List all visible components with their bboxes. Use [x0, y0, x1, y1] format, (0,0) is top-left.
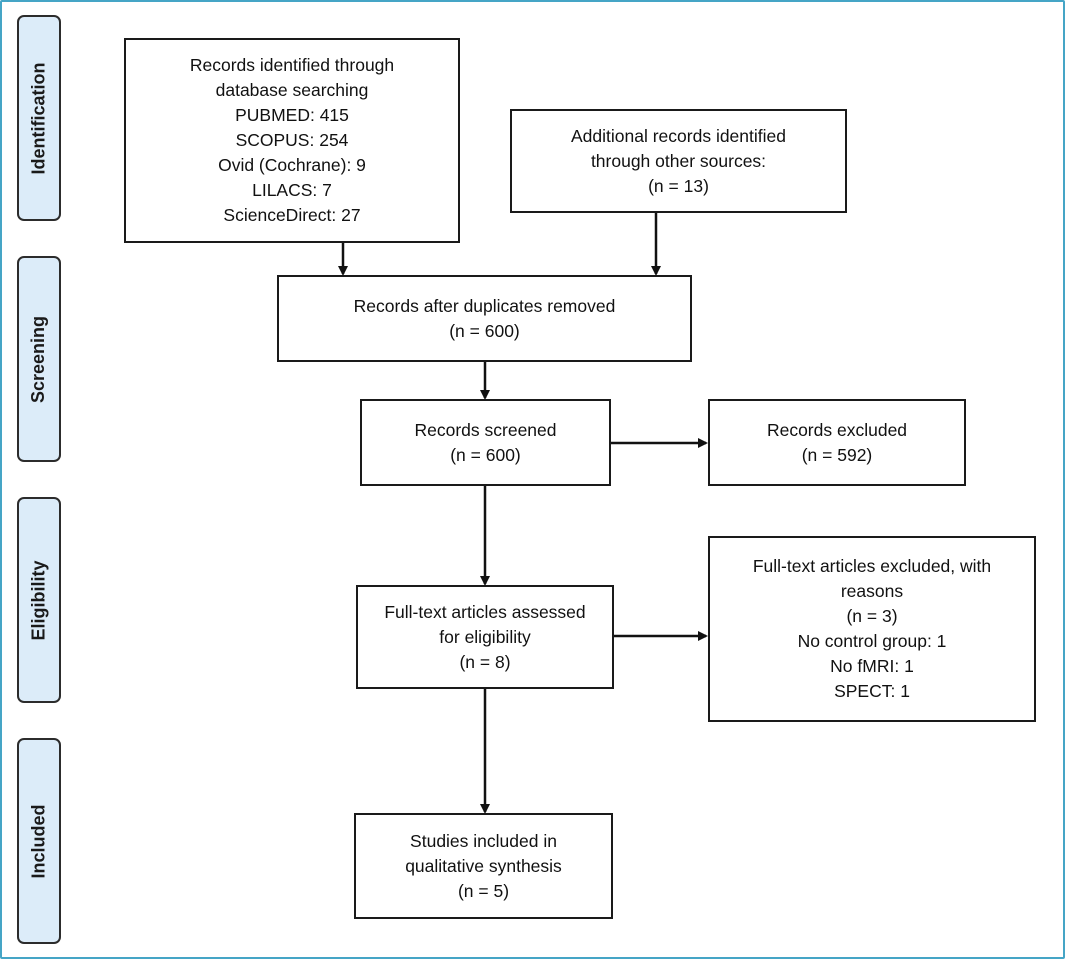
box-line: (n = 600) — [450, 444, 521, 465]
box-line: LILACS: 7 — [252, 180, 332, 200]
box-line: (n = 3) — [846, 606, 898, 626]
stage-screening: Screening — [17, 256, 61, 462]
box-line: Additional records identified — [571, 125, 786, 146]
box-line: Records after duplicates removed — [353, 295, 616, 316]
other-sources-box: Additional records identified through ot… — [510, 109, 847, 213]
box-line: Records identified through — [189, 55, 395, 75]
stage-included: Included — [17, 738, 61, 944]
box-line: (n = 600) — [449, 320, 520, 341]
fulltext-excluded-box: Full-text articles excluded, with reason… — [708, 536, 1036, 722]
box-line: Full-text articles assessed — [384, 601, 586, 622]
records-screened-box: Records screened (n = 600) — [360, 399, 611, 486]
box-line: for eligibility — [439, 626, 531, 647]
box-line: (n = 592) — [801, 444, 873, 465]
box-line: database searching — [215, 80, 369, 100]
box-line: SCOPUS: 254 — [235, 130, 349, 150]
box-line: (n = 8) — [459, 651, 511, 672]
box-line: PUBMED: 415 — [235, 105, 349, 125]
box-line: Studies included in — [410, 830, 557, 851]
box-line: reasons — [840, 581, 904, 601]
box-line: qualitative synthesis — [405, 855, 562, 876]
box-line: ScienceDirect: 27 — [223, 205, 361, 225]
box-line: No control group: 1 — [797, 631, 947, 651]
stage-identification: Identification — [17, 15, 61, 221]
database-records-box: Records identified through database sear… — [124, 38, 460, 243]
box-line: Records excluded — [766, 419, 908, 440]
box-line: (n = 13) — [648, 175, 709, 196]
stage-eligibility: Eligibility — [17, 497, 61, 703]
box-line: through other sources: — [590, 150, 767, 171]
duplicates-removed-box: Records after duplicates removed (n = 60… — [277, 275, 692, 362]
box-line: Full-text articles excluded, with — [752, 556, 992, 576]
box-line: SPECT: 1 — [834, 681, 910, 701]
box-line: Ovid (Cochrane): 9 — [218, 155, 366, 175]
box-line: No fMRI: 1 — [830, 656, 914, 676]
studies-included-box: Studies included in qualitative synthesi… — [354, 813, 613, 919]
box-line: (n = 5) — [457, 880, 510, 901]
box-line: Records screened — [414, 419, 557, 440]
records-excluded-box: Records excluded (n = 592) — [708, 399, 966, 486]
fulltext-assessed-box: Full-text articles assessed for eligibil… — [356, 585, 614, 689]
